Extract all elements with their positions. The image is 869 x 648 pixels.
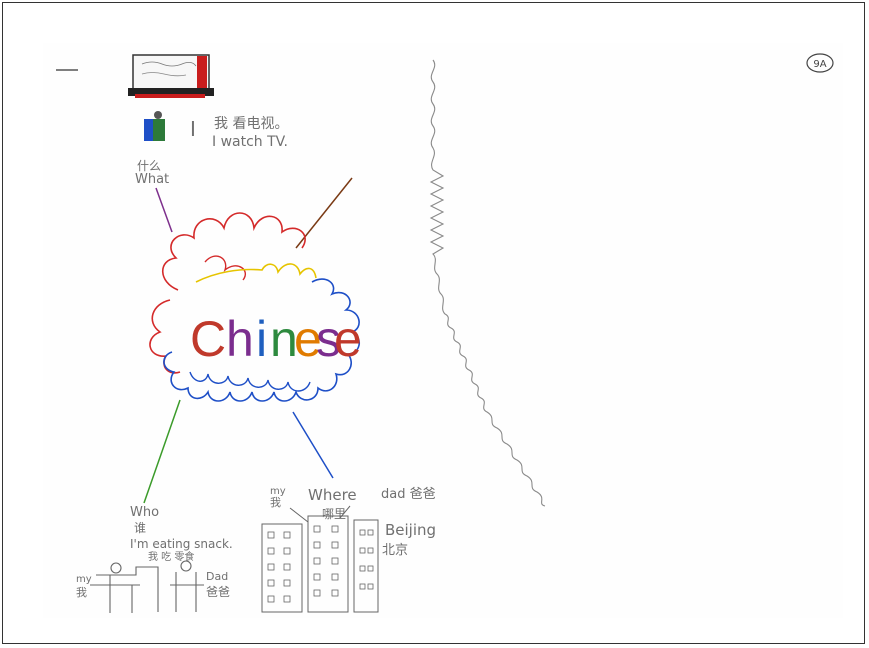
yellow-cloud-loops: [195, 263, 317, 283]
page-number: 9A: [806, 53, 834, 73]
blue-cloud-loops: [163, 278, 360, 402]
who-dad-cn: 爸爸: [206, 585, 230, 599]
who-me-en: my: [76, 574, 92, 585]
where-me-en: my: [270, 486, 286, 497]
letter-h: h: [226, 311, 254, 367]
center-word: C h i n e s e: [190, 311, 362, 367]
who-me-cn: 我: [76, 586, 87, 599]
letter-s: s: [316, 311, 341, 367]
who-label-cn: 谁: [134, 521, 146, 535]
what-label-en: What: [135, 172, 169, 187]
buildings-sketch: [261, 505, 379, 613]
paper-sheet: [43, 43, 843, 618]
who-dad-en: Dad: [206, 570, 228, 583]
where-dad-label: dad 爸爸: [381, 487, 436, 502]
letter-i2: i: [256, 311, 267, 367]
who-label-en: Who: [130, 505, 159, 520]
person-icon: [144, 111, 165, 141]
wavy-divider-line: [429, 59, 546, 507]
where-place-en: Beijing: [385, 521, 436, 539]
letter-i: I: [190, 117, 196, 141]
green-branch-line: [143, 399, 181, 504]
red-inner-loops: [204, 255, 246, 281]
blue-branch-line: [292, 411, 334, 479]
tv-sentence-cn: 我 看电视。: [214, 116, 288, 132]
who-sentence-cn: 我 吃 零食: [148, 550, 194, 563]
couch-sketch: [90, 560, 204, 613]
red-cloud-loops: [149, 212, 306, 374]
where-place-cn: 北京: [382, 543, 408, 558]
letter-e1: e: [294, 311, 322, 367]
letter-e2: e: [334, 311, 362, 367]
where-label-en: Where: [308, 486, 357, 504]
where-label-cn: 哪里: [322, 507, 346, 521]
tv-sentence-en: I watch TV.: [212, 134, 288, 150]
letter-c: C: [190, 311, 226, 367]
blue-inner-loops: [189, 371, 311, 392]
what-label-cn: 什么: [137, 159, 161, 173]
where-me-cn: 我: [270, 496, 281, 509]
tv-icon: [128, 54, 214, 98]
who-sentence-en: I'm eating snack.: [130, 537, 233, 551]
page-number-text: 9A: [813, 59, 826, 70]
letter-n: n: [270, 311, 298, 367]
purple-branch-line: [155, 187, 173, 233]
